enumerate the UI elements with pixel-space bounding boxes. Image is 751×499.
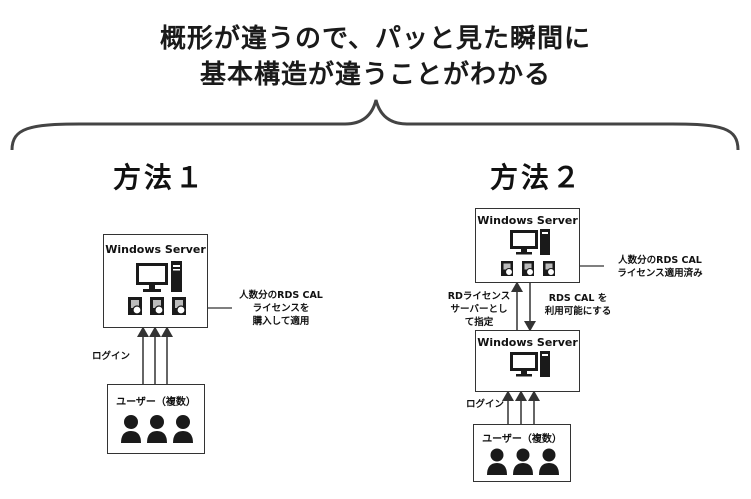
curly-brace	[10, 99, 740, 151]
server-title: Windows Server	[105, 243, 206, 256]
user-icon	[147, 415, 167, 443]
annotation-1-line: 購入して適用	[252, 316, 310, 327]
license-icon	[543, 261, 556, 277]
license-server-box: Windows Server	[475, 208, 580, 283]
users-title: ユーザー（複数）	[116, 397, 196, 408]
tower-pc-icon	[171, 261, 182, 292]
arrow-label-line: RDライセンス	[447, 291, 511, 302]
license-icon	[522, 261, 535, 277]
headline-line-2: 基本構造が違うことがわかる	[199, 60, 551, 90]
method-2-title: 方法２	[490, 161, 584, 194]
annotation-2-line: 人数分のRDS CAL	[618, 255, 702, 266]
monitor-icon	[136, 263, 168, 292]
arrow-label-line: サーバーとし	[450, 304, 508, 315]
cal-available-arrow-label: RDS CAL を 利用可能にする	[538, 292, 618, 318]
annotation-1-line: 人数分のRDS CAL	[239, 290, 323, 301]
arrow-label-line: て指定	[464, 317, 494, 328]
annotation-1: 人数分のRDS CAL ライセンスを 購入して適用	[236, 289, 326, 328]
tower-pc-icon	[540, 229, 550, 255]
server-box: Windows Server	[103, 234, 208, 328]
annotation-1-line: ライセンスを	[252, 303, 310, 314]
monitor-icon	[510, 352, 538, 377]
user-icon	[539, 448, 559, 475]
license-icon	[501, 261, 514, 277]
license-icon	[172, 297, 186, 315]
login-label-1: ログイン	[92, 351, 131, 362]
annotation-2-line: ライセンス適用済み	[617, 268, 703, 279]
license-server-arrow-label: RDライセンス サーバーとし て指定	[446, 290, 512, 329]
user-icon	[121, 415, 141, 443]
license-icon	[128, 297, 142, 315]
bottom-server-title: Windows Server	[477, 336, 578, 349]
license-icon	[150, 297, 164, 315]
user-icon	[487, 448, 507, 475]
method-1-title: 方法１	[113, 161, 207, 194]
users-box: ユーザー（複数）	[107, 384, 205, 454]
monitor-icon	[510, 230, 538, 255]
user-icon	[513, 448, 533, 475]
annotation-2: 人数分のRDS CAL ライセンス適用済み	[610, 254, 710, 280]
users-box-2: ユーザー（複数）	[473, 424, 571, 482]
tower-pc-icon	[540, 351, 550, 377]
login-label-2: ログイン	[466, 399, 505, 410]
arrow-label-line: RDS CAL を	[548, 293, 608, 304]
headline-line-1: 概形が違うので、パッと見た瞬間に	[160, 24, 591, 54]
user-icon	[173, 415, 193, 443]
users-title-2: ユーザー（複数）	[482, 434, 562, 445]
session-server-box: Windows Server	[475, 330, 580, 392]
top-server-title: Windows Server	[477, 214, 578, 227]
arrow-label-line: 利用可能にする	[544, 306, 612, 317]
